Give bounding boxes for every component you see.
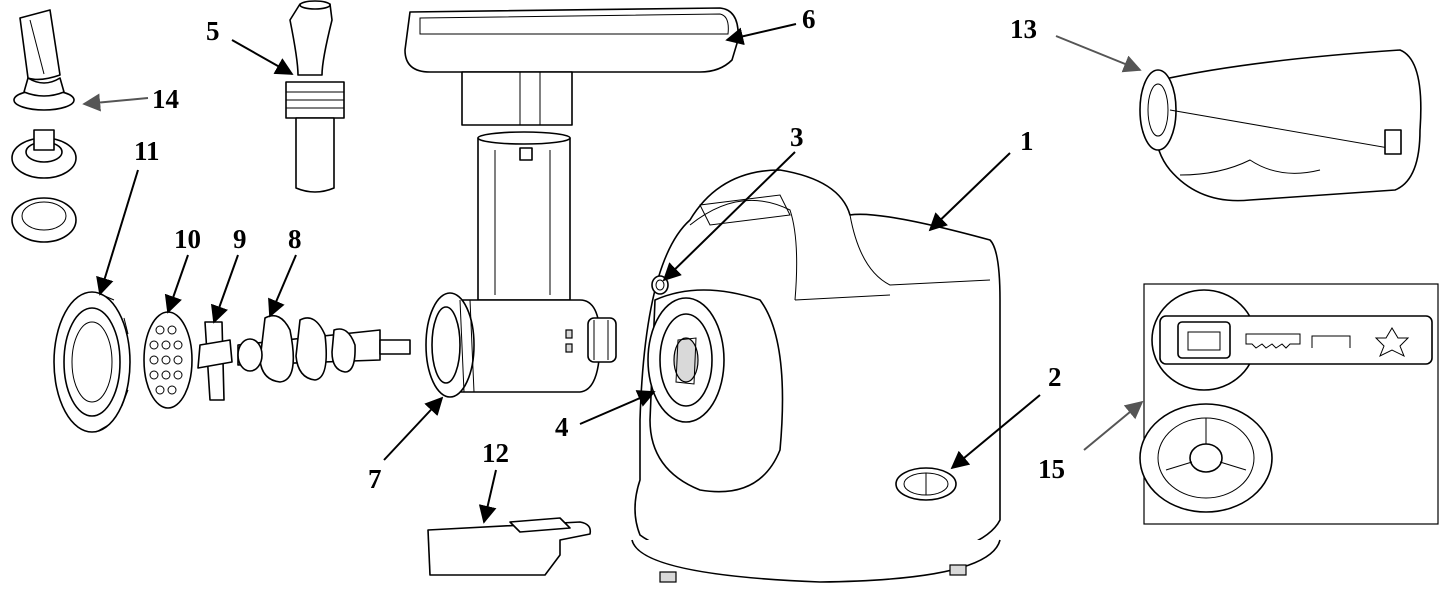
sausage-attachment-part-14: [11, 9, 77, 243]
ring-nut-part-11: [53, 291, 131, 433]
arrow-6: [725, 23, 797, 46]
label-13: 13: [1010, 14, 1037, 44]
arrow-15: [1083, 400, 1144, 451]
label-2: 2: [1048, 362, 1062, 392]
label-1: 1: [1020, 126, 1034, 156]
label-7: 7: [368, 464, 382, 494]
arrow-3: [662, 151, 796, 282]
attachment-outlet-part-4: [647, 297, 725, 423]
arrow-8: [268, 254, 297, 318]
label-3: 3: [790, 122, 804, 152]
grinder-head-part-7: [425, 131, 617, 398]
arrow-14: [82, 93, 149, 112]
arrow-7: [383, 396, 444, 461]
arrow-9: [210, 254, 239, 324]
arrow-10: [164, 254, 189, 314]
label-6: 6: [802, 4, 816, 34]
label-8: 8: [288, 224, 302, 254]
on-off-switch-part-2: [895, 467, 957, 501]
label-10: 10: [174, 224, 201, 254]
cutting-blade-part-9: [197, 321, 233, 401]
juicer-attachment-part-13: [1139, 49, 1422, 202]
output-tray-part-12: [427, 517, 592, 576]
label-4: 4: [555, 412, 569, 442]
food-pusher-part-5: [285, 0, 345, 193]
arrow-13: [1055, 35, 1142, 73]
part-number-labels: 1 2 3 4 5 6 7 8 9 10 11 12 13 14 15: [134, 4, 1065, 494]
arrow-5: [231, 39, 294, 75]
arrow-12: [478, 469, 497, 524]
arrow-4: [579, 390, 656, 425]
arrow-11: [96, 169, 139, 296]
label-15: 15: [1038, 454, 1065, 484]
cutting-plate-part-10: [143, 311, 193, 409]
accessory-inset-part-15: [1139, 283, 1439, 525]
label-12: 12: [482, 438, 509, 468]
arrow-1: [928, 152, 1011, 232]
label-5: 5: [206, 16, 220, 46]
worm-screw-part-8: [237, 314, 411, 383]
label-11: 11: [134, 136, 160, 166]
feeding-tray-part-6: [404, 7, 739, 126]
arrow-2: [950, 394, 1041, 470]
label-14: 14: [152, 84, 179, 114]
leader-arrows: [82, 23, 1144, 524]
label-9: 9: [233, 224, 247, 254]
